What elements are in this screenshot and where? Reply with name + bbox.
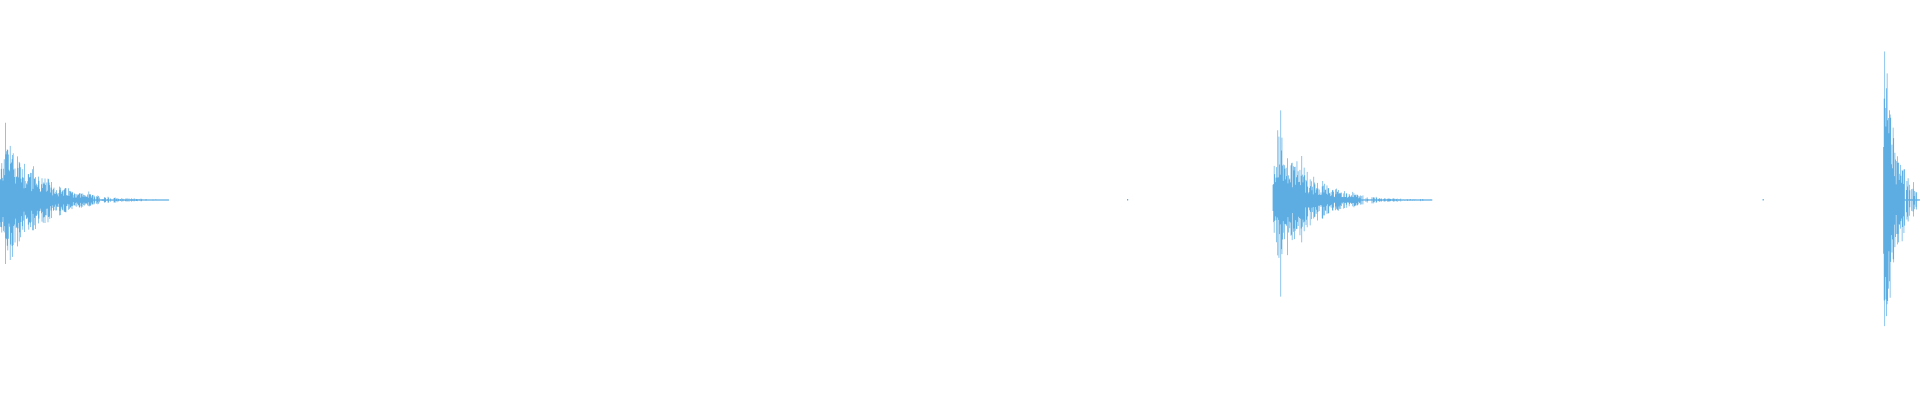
waveform-sample: [1127, 199, 1129, 201]
waveform-burst-2: [1127, 199, 1129, 201]
waveform-samples: [1883, 51, 1920, 327]
waveform-samples: [0, 122, 169, 265]
waveform-burst-3: [1272, 110, 1433, 297]
waveform-samples: [1272, 110, 1433, 297]
waveform-burst-4: [1762, 199, 1764, 201]
waveform-burst-1: [0, 122, 169, 265]
waveform-burst-5: [1883, 51, 1920, 327]
waveform-sample: [1762, 199, 1764, 201]
